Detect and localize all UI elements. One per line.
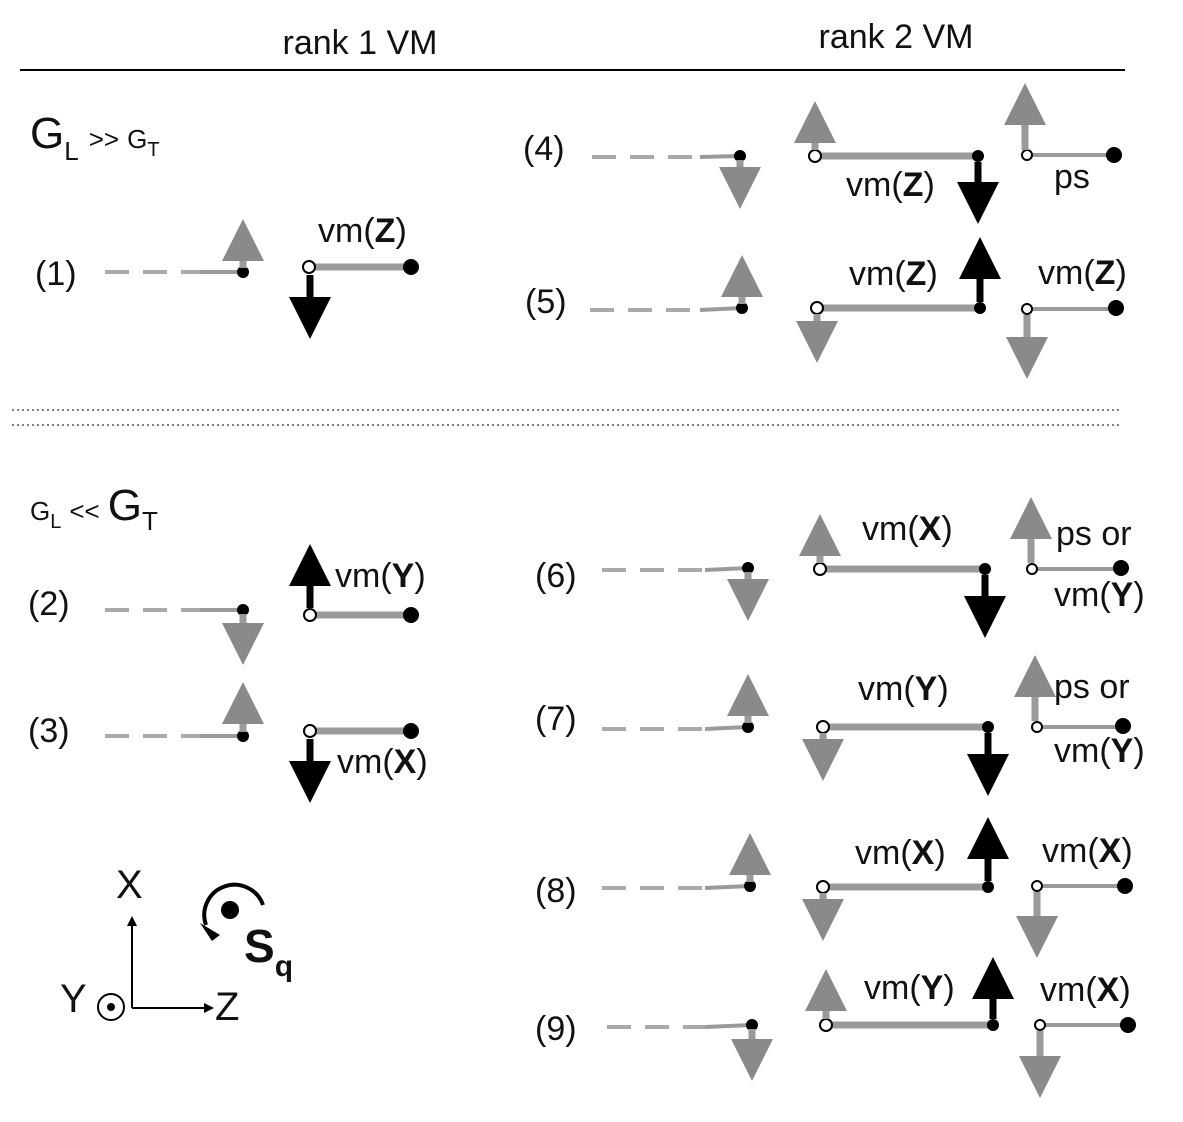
filled-site xyxy=(974,302,986,314)
chain-bond xyxy=(704,725,749,731)
case-label: (2) xyxy=(28,585,70,623)
extra-label-line2: vm(Y) xyxy=(1054,576,1145,614)
y-axis-label: Y xyxy=(60,977,87,1021)
sq-center-dot xyxy=(221,901,239,919)
extra-filled-site xyxy=(1113,560,1129,576)
extra-label: vm(X) xyxy=(1040,971,1131,1009)
filled-site xyxy=(979,563,991,575)
mode-label: vm(Z) xyxy=(846,166,935,204)
extra-label: vm(Z) xyxy=(1038,254,1127,292)
sq-label: Sq xyxy=(244,920,293,983)
regime-bottom-label: GL<<GT xyxy=(30,481,158,536)
case-label: (1) xyxy=(35,255,77,293)
extra-open-site xyxy=(1034,1019,1046,1031)
rotation-arc-icon xyxy=(202,882,265,926)
open-site xyxy=(819,1018,833,1032)
extra-filled-site xyxy=(1106,147,1122,163)
site-dot xyxy=(734,150,746,162)
chain-bond xyxy=(699,306,743,312)
chain-bond xyxy=(704,566,749,572)
z-axis-label: Z xyxy=(215,985,239,1029)
open-site xyxy=(808,149,822,163)
case-4: (4) vm(Z) ps xyxy=(523,83,1122,224)
header-rank2: rank 2 VM xyxy=(819,18,974,56)
case-label: (7) xyxy=(535,700,577,738)
mode-label: vm(Y) xyxy=(858,670,949,708)
case-label: (3) xyxy=(28,712,70,750)
filled-site xyxy=(987,1019,999,1031)
case-9: (9) vm(Y) vm(X) xyxy=(535,957,1136,1098)
site-dot xyxy=(736,302,748,314)
case-7: (7) vm(Y) ps or vm(Y) xyxy=(535,655,1145,796)
extra-open-site xyxy=(1021,303,1033,315)
mode-label: vm(X) xyxy=(855,834,946,872)
mode-label: vm(Y) xyxy=(335,557,426,595)
extra-filled-site xyxy=(1117,878,1133,894)
site-dot xyxy=(237,730,249,742)
case-label: (9) xyxy=(535,1010,577,1048)
site-dot xyxy=(742,721,754,733)
open-site xyxy=(303,608,317,622)
open-site xyxy=(816,880,830,894)
open-site xyxy=(303,724,317,738)
x-axis-label: X xyxy=(116,863,143,907)
case-1: (1) vm(Z) xyxy=(35,212,419,339)
case-3: (3) vm(X) xyxy=(28,682,428,803)
filled-site xyxy=(403,607,419,623)
case-2: (2) vm(Y) xyxy=(28,544,426,665)
mode-label: vm(X) xyxy=(862,510,953,548)
extra-label-line1: ps or xyxy=(1056,515,1132,553)
regime-top-label: GL>>GT xyxy=(30,109,160,166)
case-label: (5) xyxy=(525,283,567,321)
open-site xyxy=(813,562,827,576)
open-site xyxy=(810,301,824,315)
extra-filled-site xyxy=(1115,718,1131,734)
extra-label-line2: vm(Y) xyxy=(1054,732,1145,770)
filled-site xyxy=(972,150,984,162)
site-dot xyxy=(746,1019,758,1031)
chain-bond xyxy=(704,884,751,890)
extra-open-site xyxy=(1031,721,1043,733)
site-dot xyxy=(237,604,249,616)
mode-label: vm(X) xyxy=(337,743,428,781)
open-site xyxy=(816,720,830,734)
site-dot xyxy=(237,266,249,278)
case-label: (6) xyxy=(535,557,577,595)
header-rank1: rank 1 VM xyxy=(283,24,438,62)
mode-label: vm(Y) xyxy=(864,969,955,1007)
extra-label: ps xyxy=(1054,158,1090,196)
y-axis-out-of-plane-icon xyxy=(97,993,125,1021)
rotation-arrowhead xyxy=(200,923,220,941)
case-5: (5) vm(Z) vm(Z) xyxy=(525,237,1127,379)
filled-site xyxy=(403,723,419,739)
site-dot xyxy=(742,562,754,574)
extra-label: vm(X) xyxy=(1042,832,1133,870)
filled-site xyxy=(982,881,994,893)
case-6: (6) vm(X) ps or vm(Y) xyxy=(535,497,1145,638)
case-label: (8) xyxy=(535,872,577,910)
filled-site xyxy=(403,259,419,275)
coordinate-axes: X Z Y Sq xyxy=(60,863,293,1029)
extra-filled-site xyxy=(1120,1017,1136,1033)
chain-bond xyxy=(699,154,741,159)
case-8: (8) vm(X) vm(X) xyxy=(535,817,1133,958)
extra-open-site xyxy=(1021,149,1033,161)
extra-open-site xyxy=(1031,880,1043,892)
extra-label-line1: ps or xyxy=(1054,668,1130,706)
mode-label: vm(Z) xyxy=(849,255,938,293)
extra-filled-site xyxy=(1108,300,1124,316)
extra-open-site xyxy=(1026,563,1038,575)
mode-label: vm(Z) xyxy=(318,212,407,250)
case-label: (4) xyxy=(523,130,565,168)
open-site xyxy=(302,260,316,274)
site-dot xyxy=(744,880,756,892)
filled-site xyxy=(982,721,994,733)
chain-bond xyxy=(704,1023,753,1029)
y-axis-dot xyxy=(107,1003,115,1011)
